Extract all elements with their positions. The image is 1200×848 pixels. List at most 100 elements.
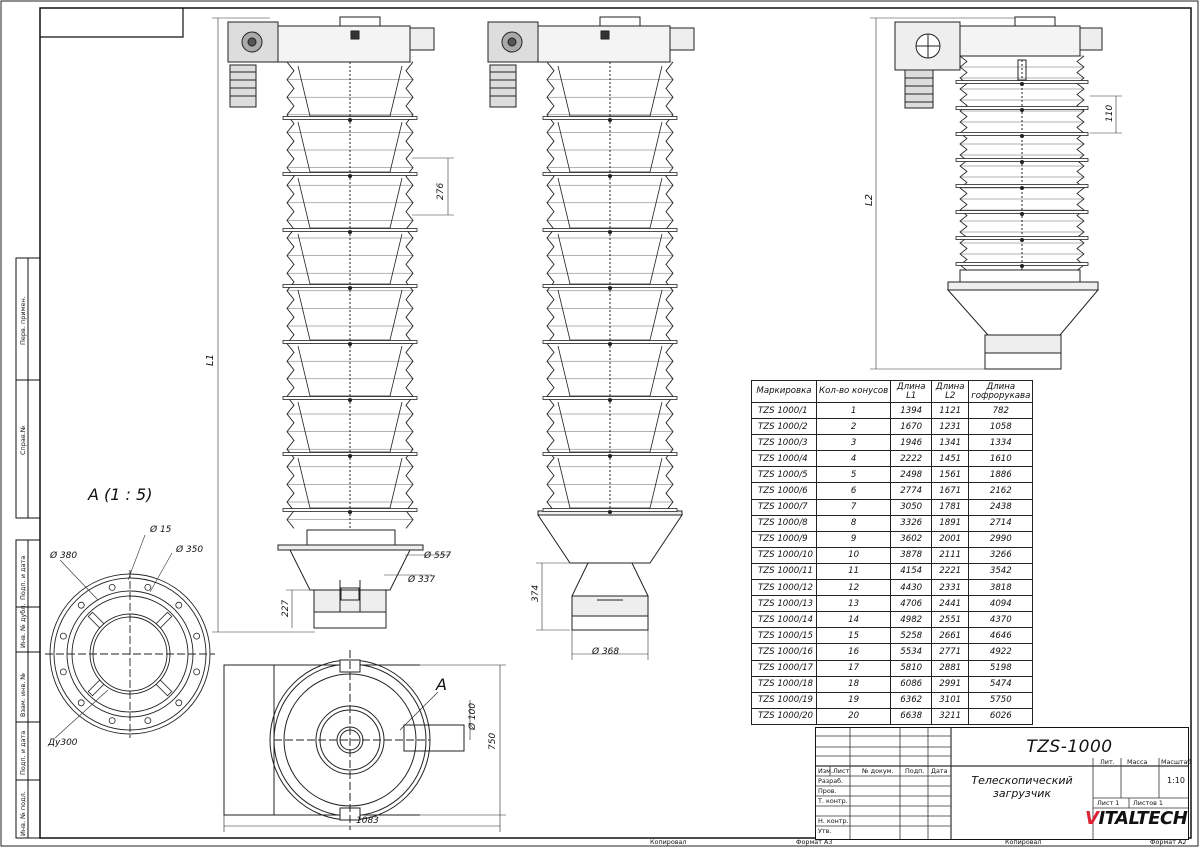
table-cell: TZS 1000/20	[751, 707, 817, 725]
title-block: TZS-1000 Телескопический загрузчик Изм. …	[815, 727, 1192, 840]
table-cell: TZS 1000/4	[751, 450, 817, 468]
tb-masshtab: Масштаб	[1161, 758, 1192, 766]
view-retracted-loader	[894, 16, 1103, 370]
table-cell: 3818	[968, 579, 1034, 597]
dim-dia368: Ø 368	[591, 646, 619, 657]
table-cell: 3602	[890, 530, 933, 548]
table-cell: 6638	[890, 707, 933, 725]
table-cell: TZS 1000/10	[751, 546, 817, 564]
table-cell: 4430	[890, 579, 933, 597]
tb-izm: Изм.	[818, 767, 834, 775]
table-cell: TZS 1000/15	[751, 627, 817, 645]
table-cell: 5534	[890, 643, 933, 661]
table-cell: 2551	[931, 611, 970, 629]
stamp-podp-data-1: Подп. и дата	[19, 556, 27, 600]
table-cell: 4646	[968, 627, 1034, 645]
tb-doc: № докум.	[862, 767, 894, 775]
table-cell: 1886	[968, 466, 1034, 484]
tb-massa: Масса	[1127, 758, 1148, 766]
table-cell: TZS 1000/12	[751, 579, 817, 597]
table-cell: TZS 1000/11	[751, 562, 817, 581]
table-cell: 2990	[968, 530, 1034, 548]
table-cell: 1451	[931, 450, 970, 468]
drawing-code: TZS-1000	[1026, 737, 1113, 757]
table-cell: TZS 1000/3	[751, 434, 817, 452]
tb-sheet: Лист 1	[1097, 799, 1120, 807]
table-cell: 1561	[931, 466, 970, 484]
table-cell: 2991	[931, 675, 970, 693]
table-cell: 2001	[931, 530, 970, 548]
table-cell: TZS 1000/9	[751, 530, 817, 548]
table-cell: 13	[815, 595, 892, 613]
table-cell: 6026	[968, 707, 1034, 725]
dim-227: 227	[281, 600, 291, 617]
stamp-inv-dubl: Инв. № дубл.	[19, 604, 27, 648]
dim-l2: L2	[864, 194, 875, 206]
spec-table: Маркировка Кол-во конусов Длина L1 Длина…	[751, 380, 1034, 725]
table-cell: 5198	[968, 659, 1034, 677]
table-cell: 4982	[890, 611, 933, 629]
table-cell: 4370	[968, 611, 1034, 629]
table-cell: TZS 1000/18	[751, 675, 817, 693]
table-cell: 5810	[890, 659, 933, 677]
detail-a-view	[45, 570, 215, 738]
section-a-label: A	[435, 675, 447, 694]
top-dim-dia100: Ø 100	[467, 703, 478, 731]
table-cell: 3211	[931, 707, 970, 725]
detail-a-leaders	[54, 534, 173, 739]
table-cell: 4094	[968, 595, 1034, 613]
table-cell: 2774	[890, 482, 933, 500]
side-stamp	[15, 257, 41, 839]
table-cell: 17	[815, 659, 892, 677]
table-cell: 5750	[968, 691, 1034, 709]
table-cell: 1671	[931, 482, 970, 500]
dim-l1: L1	[205, 354, 216, 366]
table-cell: 1891	[931, 514, 970, 532]
italtech-logo: VITALTECH	[1085, 808, 1188, 829]
table-cell: 3101	[931, 691, 970, 709]
product-name: Телескопический загрузчик	[971, 774, 1073, 800]
tb-scale: 1:10	[1167, 776, 1185, 785]
top-dim-750: 750	[488, 733, 498, 750]
table-cell: 1	[815, 401, 892, 420]
table-cell: 4	[815, 450, 892, 468]
table-cell: 2441	[931, 595, 970, 613]
th-marking: Маркировка	[751, 380, 817, 403]
table-cell: 1341	[931, 434, 970, 452]
stamp-sprav: Справ.№	[19, 425, 27, 455]
table-cell: TZS 1000/1	[751, 401, 817, 420]
footer-format-a2: Формат А2	[1150, 838, 1187, 846]
table-cell: 1058	[968, 418, 1034, 436]
stamp-inv-podl: Инв. № подл.	[19, 791, 27, 836]
table-cell: TZS 1000/16	[751, 643, 817, 661]
stamp-podp-data-2: Подп. и дата	[19, 731, 27, 775]
th-l2: Длина L2	[931, 380, 970, 403]
th-cones: Кол-во конусов	[815, 380, 892, 403]
detail-dia15: Ø 15	[149, 524, 172, 535]
dim-374: 374	[531, 585, 541, 602]
table-cell: 4154	[890, 562, 933, 581]
table-cell: 20	[815, 707, 892, 725]
table-cell: 2	[815, 418, 892, 436]
table-cell: TZS 1000/13	[751, 595, 817, 613]
footer-kopiroval-1: Копировал	[650, 838, 687, 846]
stamp-vzam-inv: Взам. инв. №	[19, 673, 27, 717]
tb-nkontr: Н. контр.	[818, 817, 849, 825]
table-cell: 1121	[931, 401, 970, 420]
table-cell: 12	[815, 579, 892, 597]
table-cell: 3266	[968, 546, 1034, 564]
bellows-retracted	[955, 55, 1089, 271]
dimension-lines	[212, 17, 1122, 660]
